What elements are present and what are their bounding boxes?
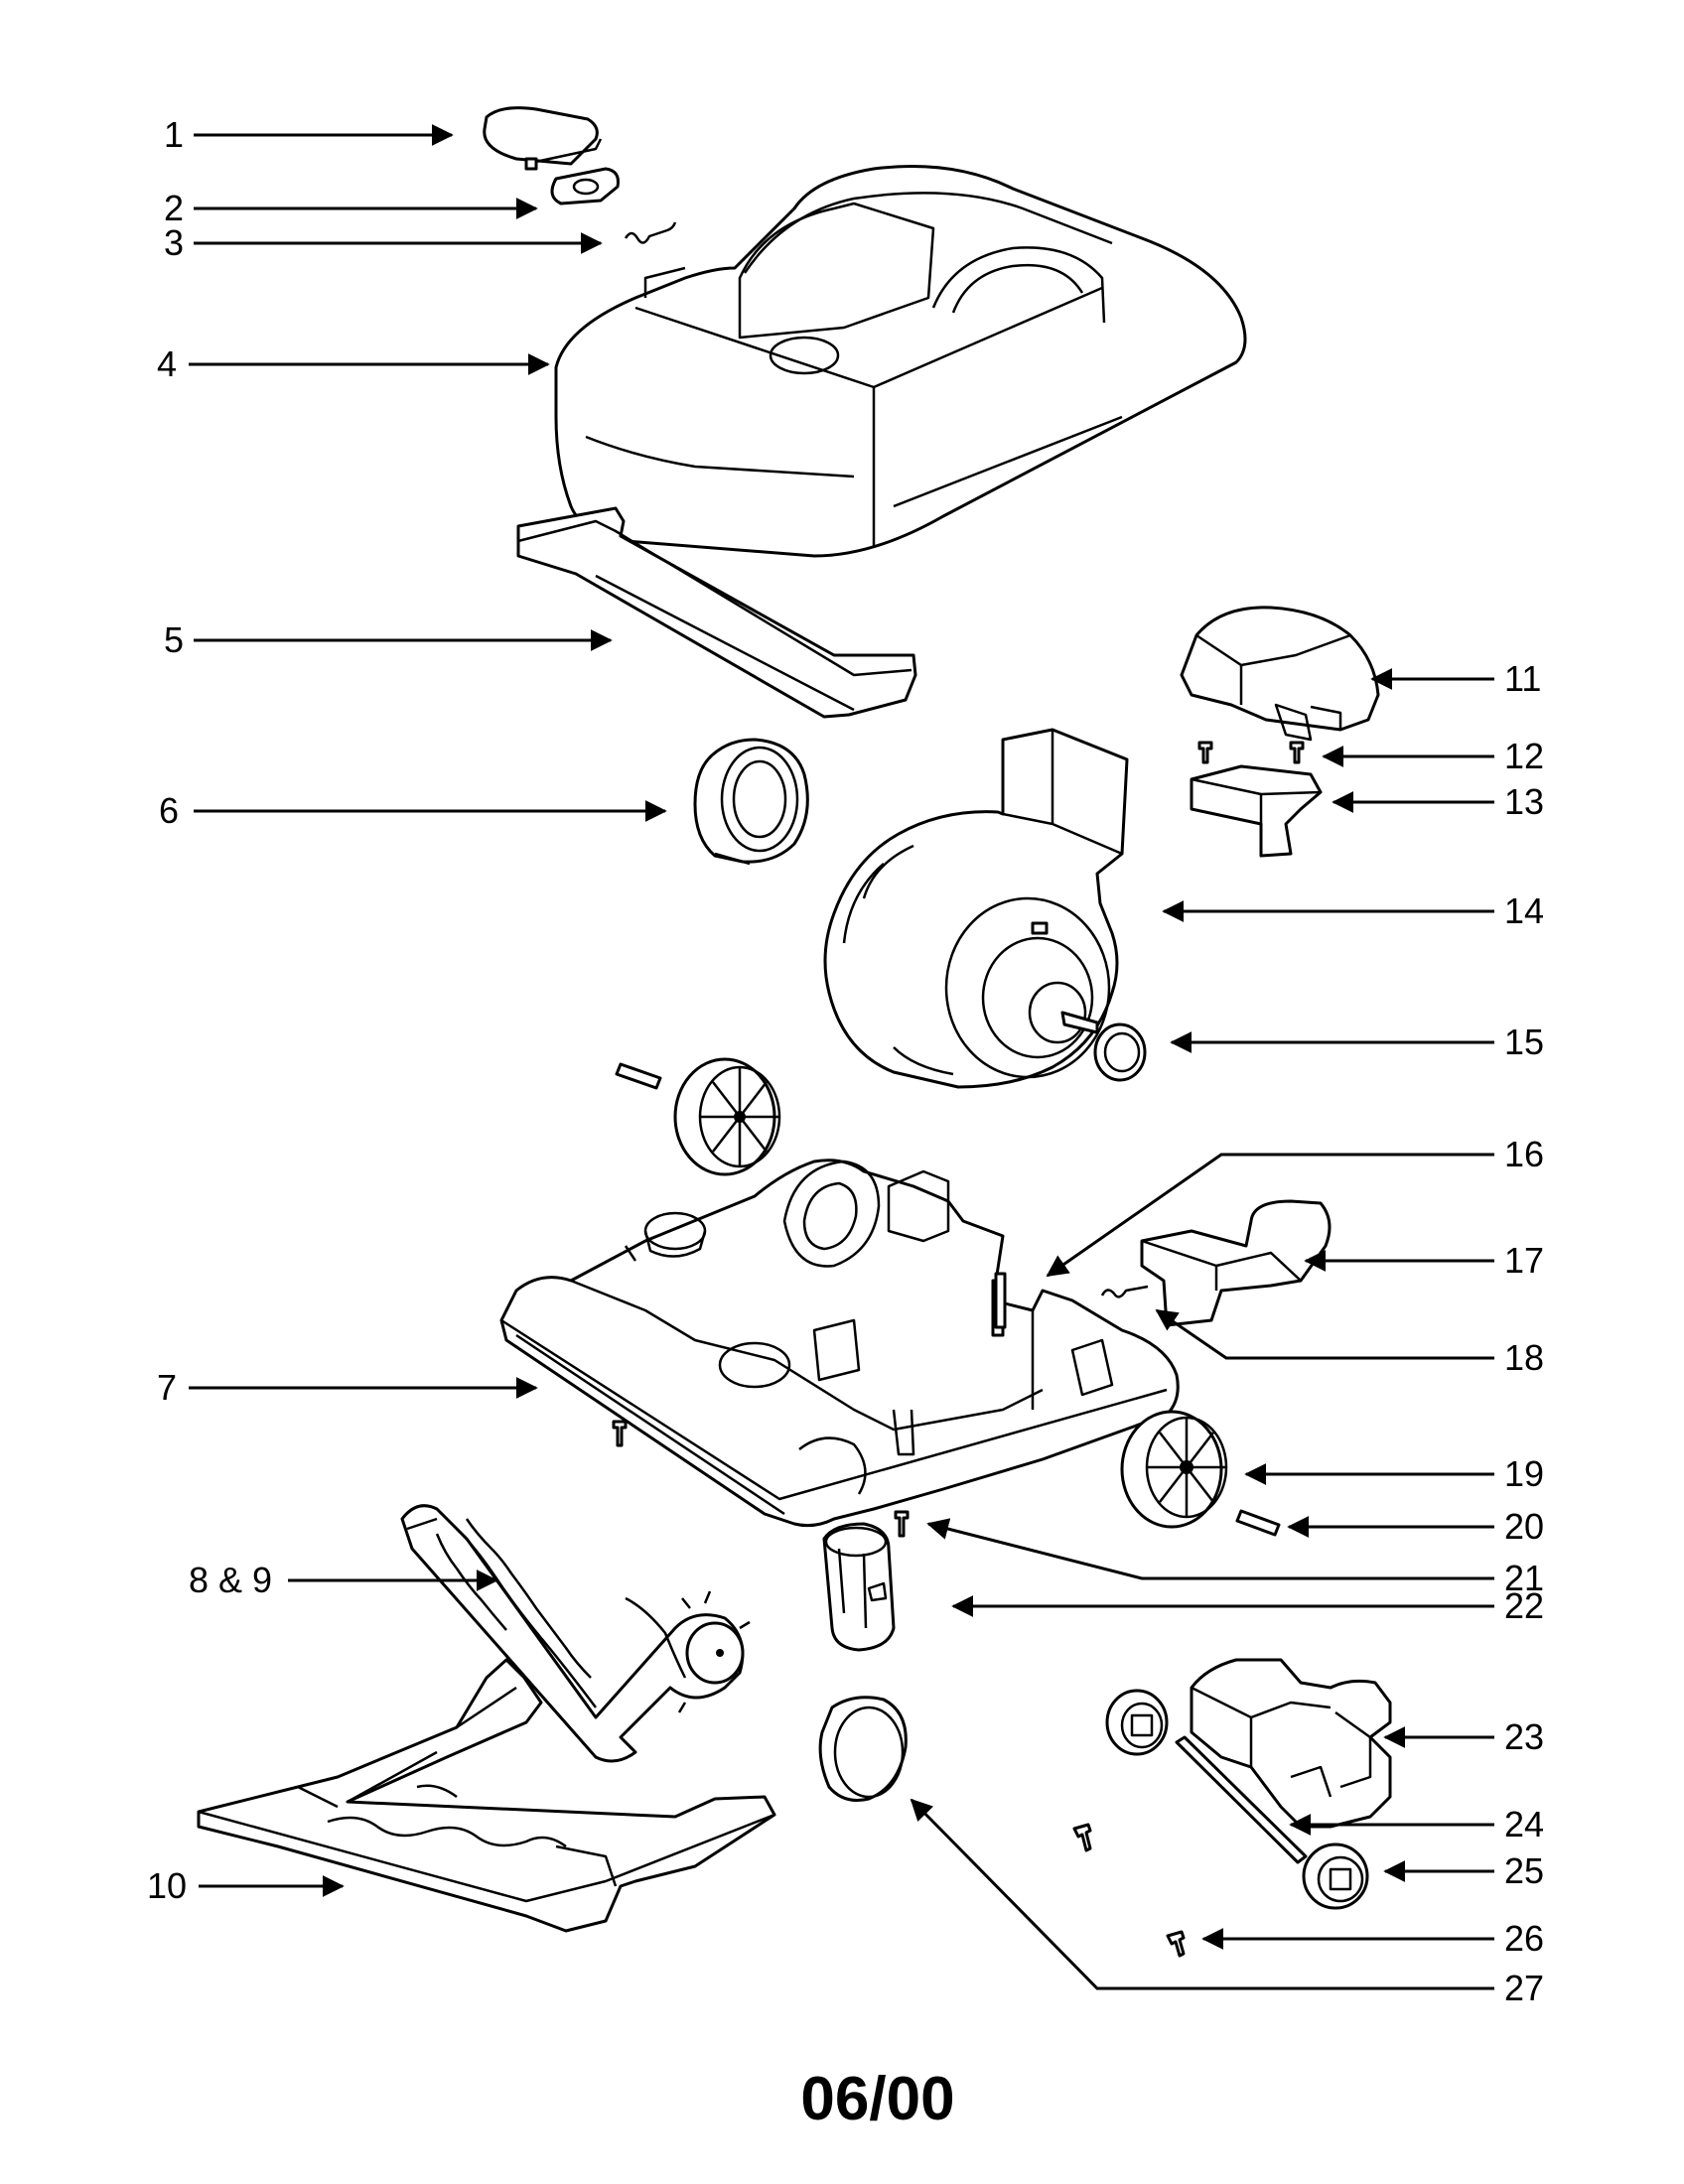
part-1-cover-plate (483, 106, 603, 171)
label-7: 7 (157, 1367, 177, 1408)
label-26: 26 (1504, 1918, 1544, 1959)
label-19: 19 (1504, 1453, 1544, 1494)
label-2: 2 (164, 188, 184, 228)
label-11: 11 (1504, 658, 1541, 699)
label-14: 14 (1504, 890, 1544, 931)
part-4-hood (554, 165, 1247, 558)
label-12: 12 (1504, 736, 1544, 776)
part-19-wheel (1120, 1410, 1228, 1529)
part-left-wheel-and-pin (615, 1057, 781, 1176)
part-7-base-housing (499, 1159, 1180, 1528)
label-16: 16 (1504, 1134, 1544, 1174)
label-15: 15 (1504, 1022, 1544, 1062)
part-11-housing-cap (1180, 606, 1380, 742)
part-26-screws (1072, 1823, 1186, 1958)
label-13: 13 (1504, 781, 1544, 822)
label-24: 24 (1504, 1804, 1544, 1844)
part-12-screws (1197, 741, 1305, 764)
part-17-pedal (1140, 1199, 1332, 1327)
part-10-bottom-plate (197, 1658, 776, 1933)
footer-date-code: 06/00 (800, 2065, 954, 2133)
part-23-caster-bracket (1190, 1658, 1392, 1829)
label-22: 22 (1504, 1585, 1544, 1626)
label-25: 25 (1504, 1850, 1544, 1891)
part-labels: 1 2 3 4 5 6 7 8 & 9 10 11 12 13 14 15 16… (147, 114, 1544, 2008)
part-20-axle-pin (1235, 1509, 1281, 1537)
leader-lines (189, 124, 1494, 1990)
part-5-bumper (516, 506, 917, 719)
label-23: 23 (1504, 1716, 1544, 1757)
part-6-ring (693, 738, 809, 866)
part-3-clip (624, 221, 677, 244)
part-14-motor (823, 728, 1129, 1089)
label-10: 10 (147, 1865, 187, 1906)
part-21-screws (612, 1420, 910, 1538)
part-18-spring (1100, 1285, 1149, 1298)
part-25-caster-wheels (1105, 1689, 1369, 1910)
part-8-9-brushroll (400, 1504, 751, 1763)
label-17: 17 (1504, 1240, 1544, 1281)
part-2-seal-pad (550, 167, 620, 205)
part-16-pin (994, 1272, 1007, 1329)
label-20: 20 (1504, 1506, 1544, 1547)
label-6: 6 (159, 790, 179, 831)
label-27: 27 (1504, 1968, 1544, 2008)
label-3: 3 (164, 222, 184, 263)
label-4: 4 (157, 343, 177, 384)
label-5: 5 (164, 619, 184, 660)
part-24-axle-rod (1175, 1735, 1308, 1864)
label-1: 1 (164, 114, 184, 155)
part-22-sleeve (822, 1522, 896, 1652)
part-27-belt-ring (818, 1696, 908, 1802)
label-8-9: 8 & 9 (189, 1560, 272, 1600)
label-21: 21 (1504, 1558, 1544, 1598)
part-15-ring (1093, 1023, 1147, 1082)
label-18: 18 (1504, 1337, 1544, 1378)
part-13-latch (1190, 764, 1323, 858)
